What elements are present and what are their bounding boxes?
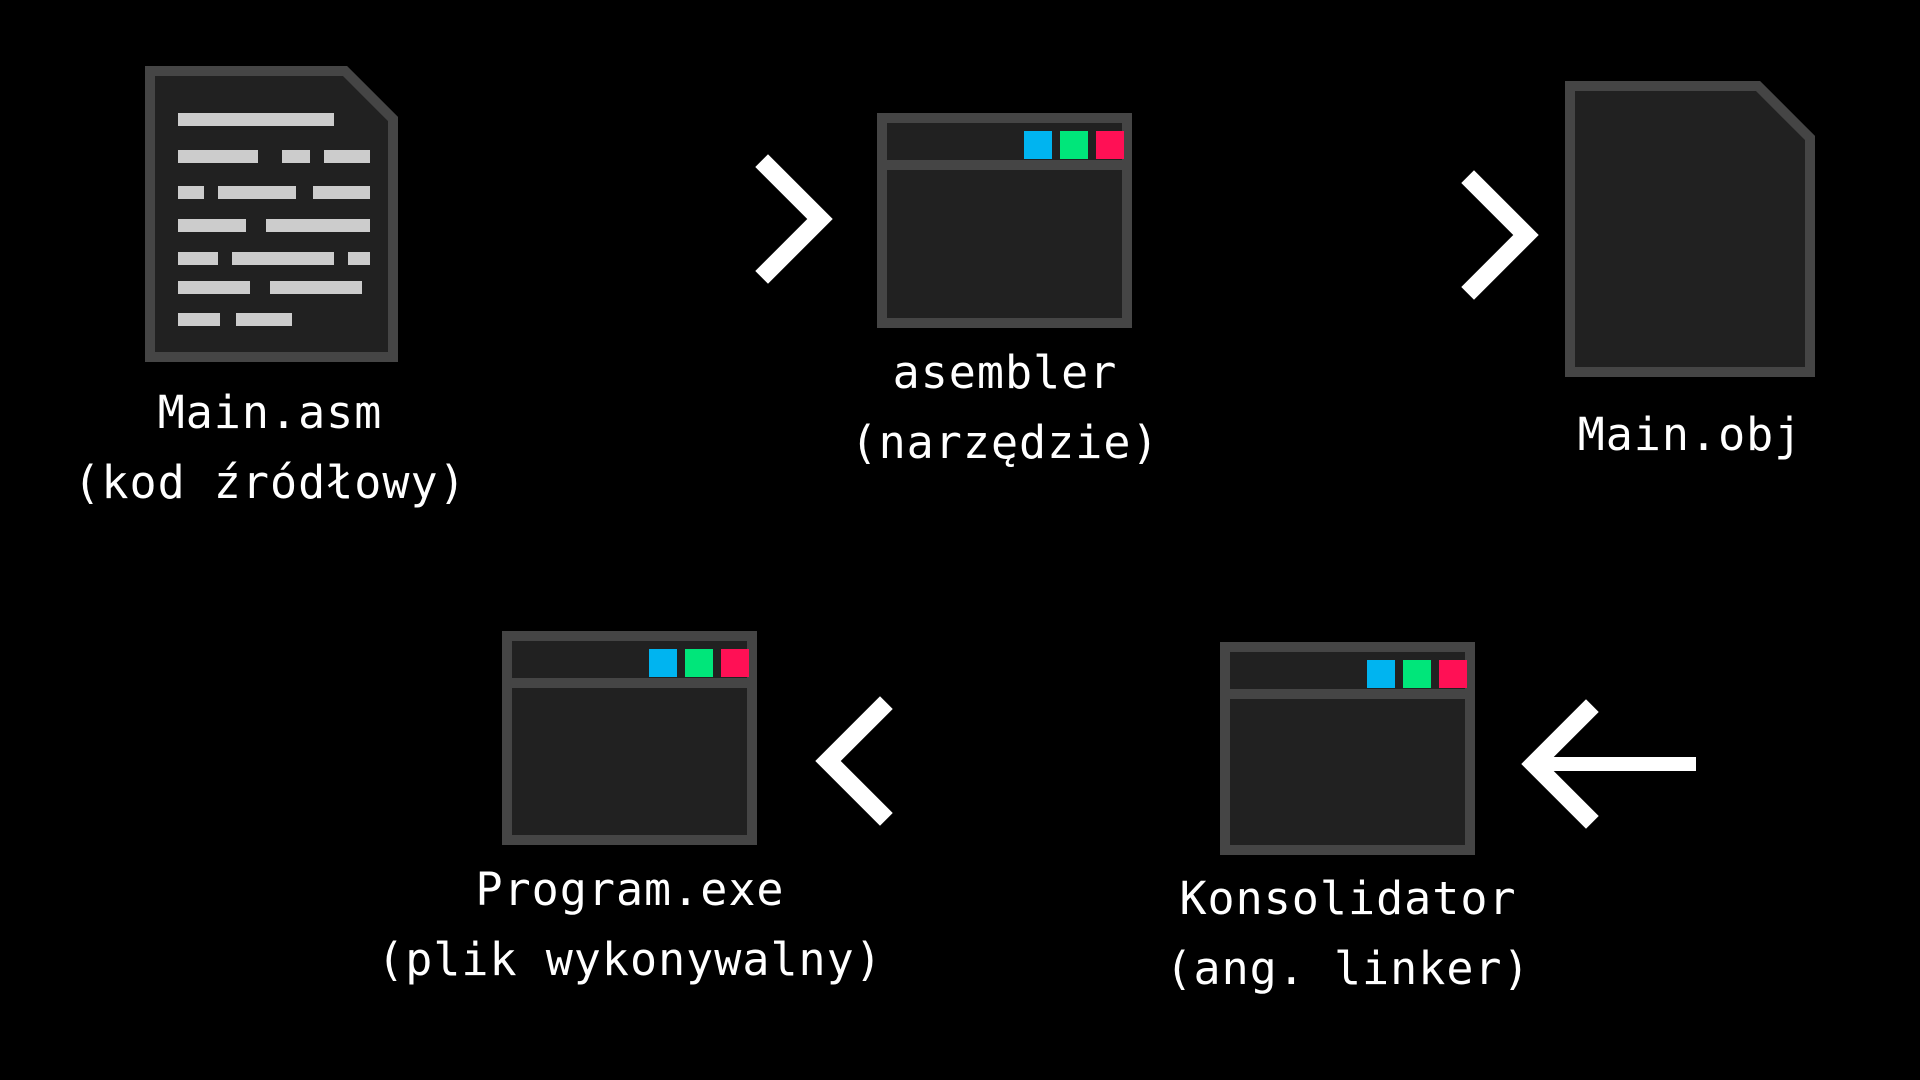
program-label: Program.exe (plik wykonywalny): [370, 855, 890, 995]
assembler-name: asembler: [892, 346, 1118, 399]
window-red-button: [1096, 131, 1124, 159]
application-window-icon: [877, 113, 1132, 328]
source-name: Main.asm: [157, 386, 383, 439]
arrow-linker-to-program: [815, 696, 1076, 826]
application-window-icon: [502, 631, 757, 845]
linker-description: (ang. linker): [1165, 942, 1531, 995]
window-green-button: [1060, 131, 1088, 159]
window-titlebar: [512, 641, 749, 688]
linker-label: Konsolidator (ang. linker): [1118, 864, 1578, 1004]
assembler-description: (narzędzie): [850, 416, 1160, 469]
arrow-source-to-assembler: [518, 154, 833, 284]
window-blue-button: [1024, 131, 1052, 159]
window-blue-button: [1367, 660, 1395, 688]
source-label: Main.asm (kod źródłowy): [40, 378, 500, 518]
object-label: Main.obj: [1460, 400, 1920, 470]
text-document-icon: [145, 66, 398, 362]
program-description: (plik wykonywalny): [377, 933, 883, 986]
program-name: Program.exe: [475, 863, 785, 916]
arrow-object-to-linker: [1521, 556, 1696, 829]
window-green-button: [685, 649, 713, 677]
window-blue-button: [649, 649, 677, 677]
arrow-assembler-to-object: [1298, 170, 1539, 300]
assembler-label: asembler (narzędzie): [775, 338, 1235, 478]
window-red-button: [721, 649, 749, 677]
source-description: (kod źródłowy): [73, 456, 467, 509]
application-window-icon: [1220, 642, 1475, 855]
window-titlebar: [887, 123, 1124, 170]
blank-document-icon: [1565, 81, 1815, 377]
window-titlebar: [1230, 652, 1467, 699]
linker-name: Konsolidator: [1179, 872, 1517, 925]
window-red-button: [1439, 660, 1467, 688]
object-name: Main.obj: [1577, 408, 1803, 461]
window-green-button: [1403, 660, 1431, 688]
